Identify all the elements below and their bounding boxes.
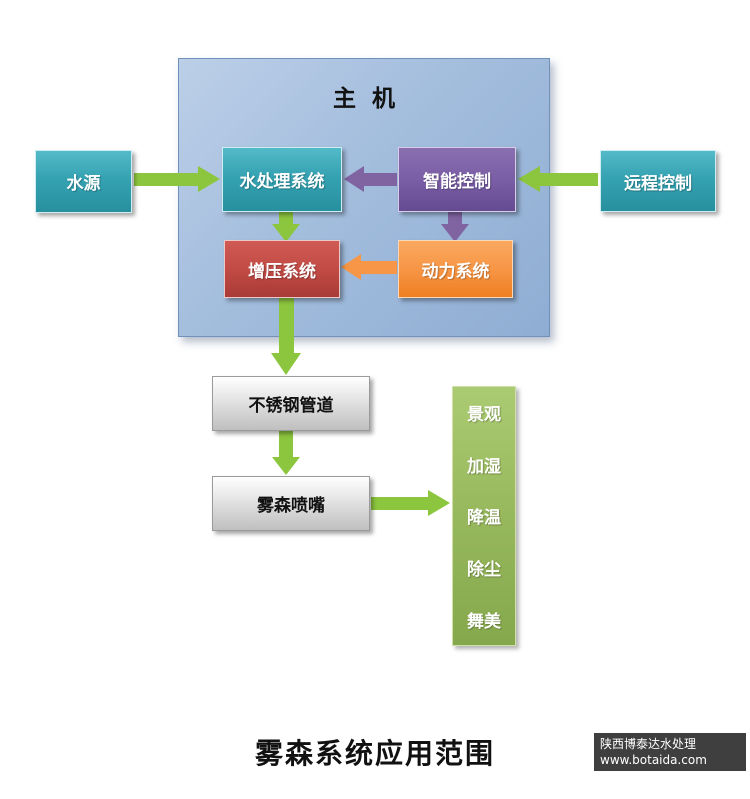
arrow-head bbox=[198, 166, 220, 192]
node-fog-nozzle: 雾森喷嘴 bbox=[212, 476, 370, 531]
arrow-head bbox=[518, 166, 540, 192]
diagram-caption: 雾森系统应用范围 bbox=[254, 737, 495, 770]
arrow-booster-to-steel-pipe bbox=[271, 297, 301, 375]
arrow-body bbox=[278, 297, 294, 353]
arrow-body bbox=[279, 212, 293, 224]
arrow-body bbox=[540, 172, 598, 186]
watermark-url: www.botaida.com bbox=[600, 752, 707, 767]
arrow-remote-control-to-smart-control bbox=[518, 166, 598, 192]
arrow-head bbox=[271, 353, 301, 375]
arrow-body bbox=[371, 496, 428, 510]
arrow-body bbox=[279, 431, 293, 457]
arrow-body bbox=[134, 172, 198, 186]
arrow-head bbox=[344, 166, 364, 192]
arrow-body bbox=[364, 172, 397, 186]
arrow-water-source-to-water-treatment bbox=[134, 166, 220, 192]
arrow-head bbox=[272, 457, 300, 475]
node-remote-control: 远程控制 bbox=[600, 150, 716, 212]
arrow-body bbox=[448, 212, 462, 224]
node-smart-control: 智能控制 bbox=[398, 147, 516, 212]
node-water-source: 水源 bbox=[35, 150, 132, 213]
main-unit-title: 主 机 bbox=[332, 86, 395, 112]
node-water-treatment: 水处理系统 bbox=[222, 147, 342, 212]
arrow-steel-pipe-to-fog-nozzle bbox=[272, 431, 300, 475]
applications-box: 景观 加湿 降温 除尘 舞美 bbox=[452, 386, 516, 646]
node-power-system: 动力系统 bbox=[398, 240, 513, 298]
application-item: 加湿 bbox=[467, 456, 501, 477]
application-item: 降温 bbox=[467, 508, 501, 529]
application-item: 景观 bbox=[467, 405, 501, 426]
arrow-power-to-booster bbox=[341, 254, 397, 280]
arrow-body bbox=[361, 260, 397, 274]
arrow-head bbox=[341, 254, 361, 280]
arrow-smart-control-to-power bbox=[441, 212, 469, 242]
watermark: 陕西博泰达水处理 www.botaida.com bbox=[594, 733, 746, 771]
arrow-fog-nozzle-to-applications bbox=[371, 490, 450, 516]
watermark-company: 陕西博泰达水处理 bbox=[600, 736, 697, 751]
node-steel-pipe: 不锈钢管道 bbox=[212, 376, 370, 431]
arrow-head bbox=[272, 224, 300, 242]
node-booster-system: 增压系统 bbox=[224, 240, 340, 298]
arrow-head bbox=[428, 490, 450, 516]
application-item: 除尘 bbox=[467, 560, 501, 581]
arrow-smart-control-to-water-treatment bbox=[344, 166, 397, 192]
application-item: 舞美 bbox=[467, 611, 501, 632]
arrow-water-treatment-to-booster bbox=[272, 212, 300, 242]
arrow-head bbox=[441, 224, 469, 242]
